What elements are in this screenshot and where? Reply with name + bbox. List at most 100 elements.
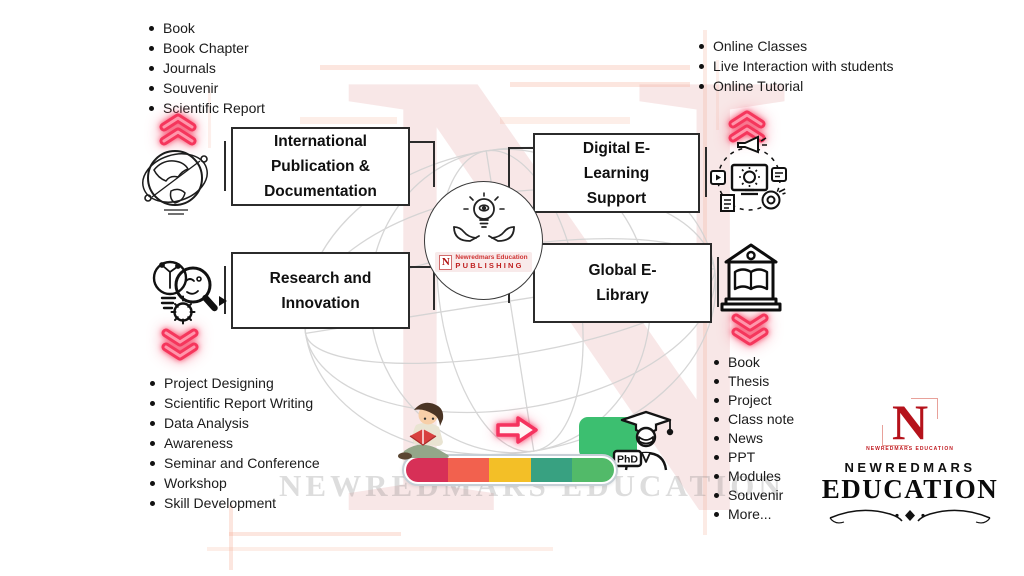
list-item: Journals xyxy=(149,61,265,76)
box-label: International Publication & Documentatio… xyxy=(264,133,377,200)
list-item-label: Scientific Report Writing xyxy=(164,395,314,411)
bullet-icon xyxy=(149,26,154,31)
badge-brand: Newredmars Education xyxy=(455,254,528,261)
list-item: Project xyxy=(714,393,794,408)
list-item-label: Awareness xyxy=(164,435,234,451)
list-item-label: Seminar and Conference xyxy=(164,455,320,471)
list-item-label: Class note xyxy=(728,411,795,427)
brand-caption: NEWREDMARS EDUCATION xyxy=(866,446,954,452)
list-item: Skill Development xyxy=(150,496,320,511)
bar-segment xyxy=(447,458,490,482)
brand-name: NEWREDMARS xyxy=(844,460,976,475)
list-item-label: News xyxy=(728,430,764,446)
list-item: Book xyxy=(149,21,265,36)
watermark-line xyxy=(229,505,233,570)
list-item-label: Book xyxy=(163,20,195,36)
globe-network-icon xyxy=(140,140,210,223)
list-item-label: More... xyxy=(728,506,772,522)
list-item: Book Chapter xyxy=(149,41,265,56)
bullet-icon xyxy=(149,86,154,91)
list-item: Scientific Report Writing xyxy=(150,396,320,411)
list-item-label: Book xyxy=(728,354,760,370)
watermark-line xyxy=(510,82,690,87)
list-item: Online Classes xyxy=(699,39,894,54)
bullet-icon xyxy=(714,379,719,384)
center-publishing-emblem: N Newredmars Education PUBLISHING xyxy=(424,181,543,300)
list-item-label: Live Interaction with students xyxy=(713,58,894,74)
bullet-icon xyxy=(699,84,704,89)
watermark-line xyxy=(300,117,397,124)
elibrary-icon xyxy=(720,241,782,318)
bullet-icon xyxy=(699,44,704,49)
bullet-icon xyxy=(714,360,719,365)
bullet-icon xyxy=(699,64,704,69)
badge-monogram: N xyxy=(439,254,453,270)
list-item: More... xyxy=(714,507,794,522)
bullet-icon xyxy=(150,421,155,426)
list-item: Class note xyxy=(714,412,794,427)
watermark-line xyxy=(229,532,401,536)
bar-segment xyxy=(572,458,614,482)
list-item: PPT xyxy=(714,450,794,465)
list-item-label: Project Designing xyxy=(164,375,274,391)
bullet-icon xyxy=(714,474,719,479)
list-item: Modules xyxy=(714,469,794,484)
list-item: Seminar and Conference xyxy=(150,456,320,471)
bullet-icon xyxy=(714,398,719,403)
bullet-icon xyxy=(150,461,155,466)
list-item: Live Interaction with students xyxy=(699,59,894,74)
child-reading-illustration xyxy=(392,398,458,467)
bar-segment xyxy=(406,458,448,482)
brand-monogram: N xyxy=(881,396,939,448)
list-item-label: Data Analysis xyxy=(164,415,249,431)
list-item-label: Online Classes xyxy=(713,38,808,54)
bullet-icon xyxy=(714,493,719,498)
list-item-label: Book Chapter xyxy=(163,40,249,56)
box-label: Global E- Library xyxy=(588,262,657,304)
list-item: Awareness xyxy=(150,436,320,451)
bullet-icon xyxy=(150,381,155,386)
bullet-icon xyxy=(150,401,155,406)
brand-name-education: EDUCATION xyxy=(821,474,999,504)
list-item: Workshop xyxy=(150,476,320,491)
list-item-label: Modules xyxy=(728,468,781,484)
list-item: Souvenir xyxy=(714,488,794,503)
list-item-label: Skill Development xyxy=(164,495,277,511)
list-item-label: Scientific Report xyxy=(163,100,265,116)
flourish-divider-icon xyxy=(829,509,991,524)
bar-segment xyxy=(489,458,531,482)
list-item: Souvenir xyxy=(149,81,265,96)
list-item: Data Analysis xyxy=(150,416,320,431)
watermark-line xyxy=(320,65,690,70)
list-item: Project Designing xyxy=(150,376,320,391)
bullet-icon xyxy=(714,417,719,422)
phd-label: PhD xyxy=(617,454,638,466)
list-item: Thesis xyxy=(714,374,794,389)
bullet-icon xyxy=(150,501,155,506)
double-chevron-down-icon xyxy=(158,327,202,366)
footer-brand: N NEWREDMARS EDUCATION NEWREDMARS EDUCAT… xyxy=(820,396,1000,534)
box-label: Digital E- Learning Support xyxy=(582,139,651,207)
list-item-label: Workshop xyxy=(164,475,227,491)
double-chevron-up-icon xyxy=(725,110,769,149)
progress-bar xyxy=(402,454,618,486)
list-item-label: Thesis xyxy=(728,373,770,389)
bullet-icon xyxy=(714,436,719,441)
list-item-label: Online Tutorial xyxy=(713,78,804,94)
hands-holding-bulb-icon xyxy=(452,192,515,242)
bar-segment xyxy=(530,458,573,482)
bullet-icon xyxy=(150,481,155,486)
connector-arrow-icon xyxy=(219,296,227,306)
list-item-label: Souvenir xyxy=(728,487,784,503)
list-item-label: Project xyxy=(728,392,772,408)
bullet-icon xyxy=(714,512,719,517)
list-item: Book xyxy=(714,355,794,370)
progress-bar-segments xyxy=(406,458,614,482)
box-label: Research and Innovation xyxy=(269,269,372,312)
box-global-elibrary: Global E- Library xyxy=(508,243,719,323)
box-international-publication: International Publication & Documentatio… xyxy=(224,127,435,206)
badge-division: PUBLISHING xyxy=(455,261,524,270)
